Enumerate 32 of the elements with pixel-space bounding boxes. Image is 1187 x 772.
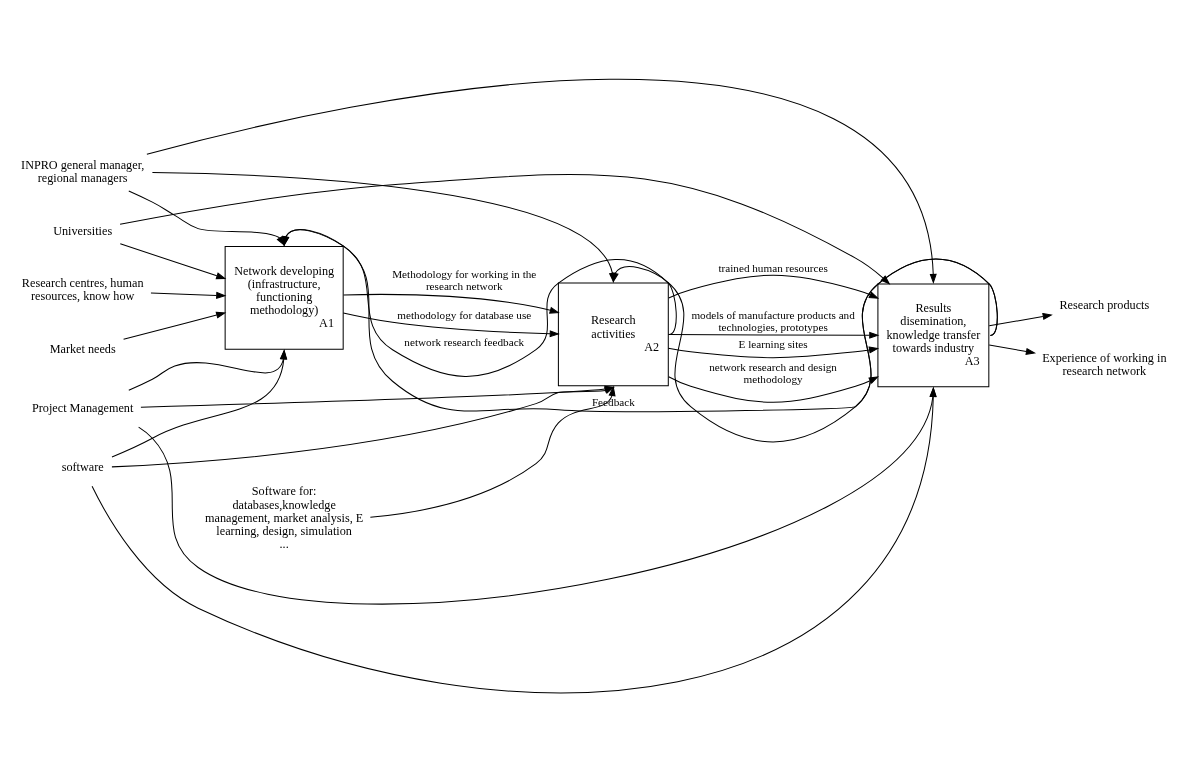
edge-label: Methodology for working in the research network	[392, 268, 537, 293]
arrow	[668, 376, 879, 403]
arrow	[342, 312, 560, 338]
arrow	[282, 229, 677, 377]
arrow	[611, 258, 998, 443]
node-text: Research products	[1059, 298, 1150, 313]
arrow	[150, 291, 227, 299]
arrow	[343, 293, 560, 314]
node-text: INPRO general manager, regional managers	[21, 158, 145, 186]
node-box: Results disemination, knowledge transfer towards industry A3	[877, 283, 990, 388]
edge-label: network research and design methodology	[709, 360, 837, 386]
arrow	[988, 344, 1037, 355]
arrow	[668, 274, 880, 299]
node-text: Software for: databases,knowledge management, market analysis, E learning, design, simulation ...	[205, 484, 364, 552]
arrow	[667, 331, 880, 339]
arrow	[988, 313, 1053, 327]
node-box: Network developing (infrastructure, functioning methodology) A1	[224, 245, 344, 350]
node-box: Research activities A2	[557, 282, 669, 387]
node-text: software	[61, 459, 104, 474]
arrow	[119, 243, 227, 280]
edge-label: methodology for database use	[397, 308, 532, 321]
node-text: Experience of working in research network	[1042, 350, 1167, 378]
edge-label: E learning sites	[738, 338, 808, 351]
arrow	[667, 346, 880, 359]
node-text: Universities	[53, 223, 113, 238]
edge-label: network research feedback	[404, 336, 525, 349]
edge-label: trained human resources	[718, 262, 828, 275]
node-text: Market needs	[49, 341, 116, 356]
node-text: Research centres, human resources, know how	[21, 276, 144, 304]
node-text: Project Management	[32, 400, 134, 415]
edge-label: models of manufacture products and technologies, prototypes	[691, 308, 855, 334]
arrow	[123, 311, 227, 340]
